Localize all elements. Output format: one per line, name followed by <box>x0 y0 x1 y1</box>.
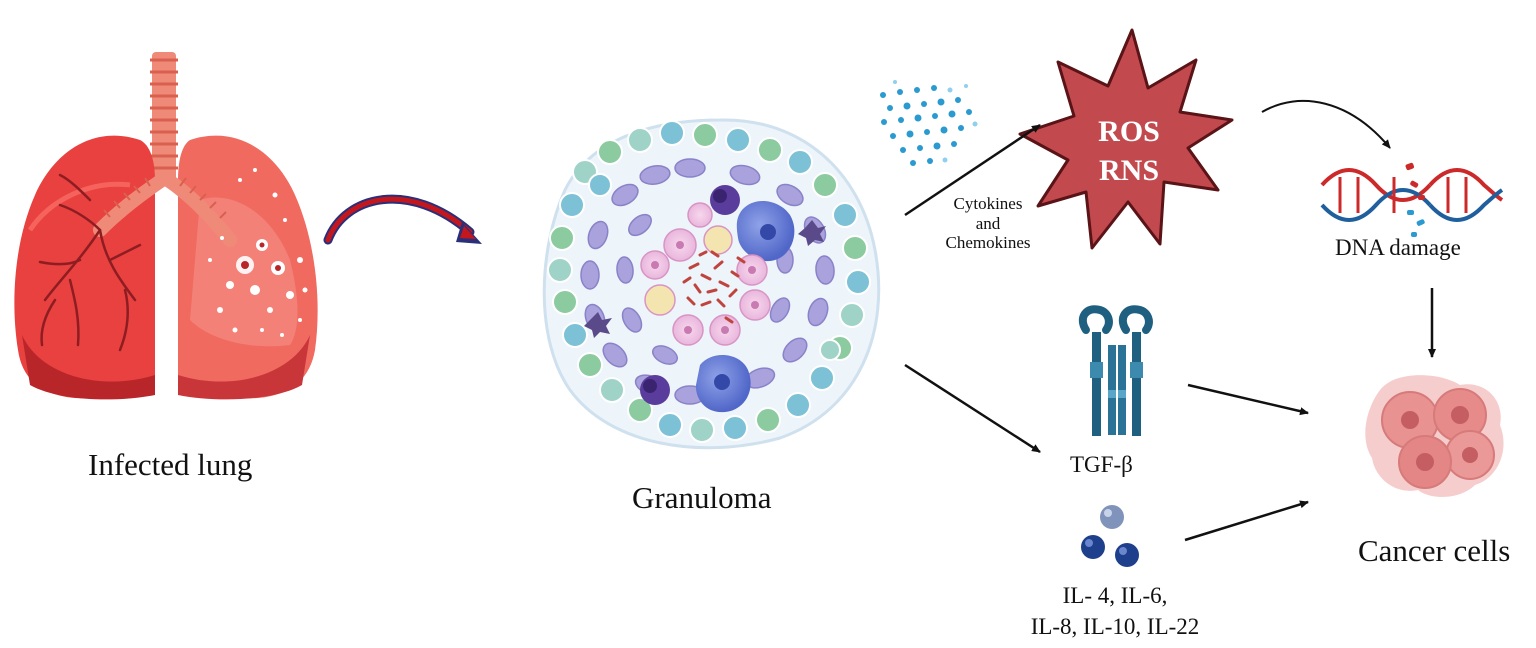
cancer-cells-icon <box>1365 375 1504 497</box>
label-infected-lung: Infected lung <box>88 447 253 482</box>
label-chemokines: Chemokines <box>945 233 1031 253</box>
label-dna-damage: DNA damage <box>1335 235 1461 260</box>
left-lung <box>14 135 155 399</box>
label-ros-rns: ROS RNS <box>1086 112 1172 190</box>
curved-arrow-lung-to-granuloma <box>323 194 482 245</box>
arrow-ros-to-dna <box>1261 99 1391 149</box>
label-interleukins: IL- 4, IL-6, IL-8, IL-10, IL-22 <box>1000 580 1230 642</box>
lung-icon <box>14 52 318 400</box>
receptor-icon <box>1078 305 1153 436</box>
label-and: and <box>975 213 1001 233</box>
label-interleukins-line2: IL-8, IL-10, IL-22 <box>1030 614 1200 640</box>
label-cytokines-chemokines: Cytokines and Chemokines <box>940 194 1036 253</box>
arrow-granuloma-to-ros <box>904 123 1041 217</box>
burst-icon <box>1018 28 1234 250</box>
arrow-interleukins-to-cancer <box>1184 500 1309 542</box>
label-granuloma: Granuloma <box>632 480 772 515</box>
label-cytokines: Cytokines <box>953 194 1023 213</box>
label-ros: ROS <box>1098 115 1160 148</box>
label-interleukins-line1: IL- 4, IL-6, <box>1062 583 1168 608</box>
dna-icon <box>1320 162 1504 237</box>
droplets-icon <box>880 80 978 166</box>
interleukin-molecules-icon <box>1081 505 1139 567</box>
arrows <box>904 99 1436 542</box>
arrow-tgf-to-cancer <box>1187 383 1309 416</box>
label-rns: RNS <box>1098 154 1159 187</box>
trachea <box>150 52 178 182</box>
label-cancer-cells: Cancer cells <box>1358 533 1511 568</box>
granuloma-icon <box>542 118 881 450</box>
arrow-granuloma-to-tgf <box>904 363 1041 454</box>
label-tgf-beta: TGF-β <box>1070 452 1133 477</box>
